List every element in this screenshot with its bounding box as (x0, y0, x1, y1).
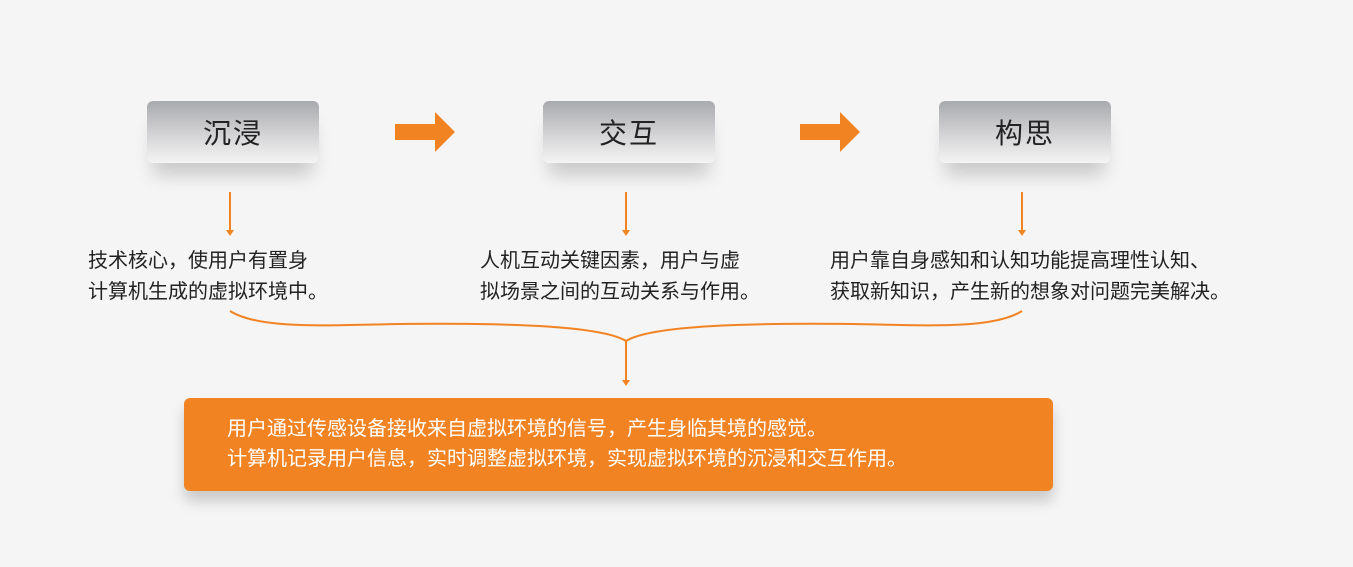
right-arrow-icon (800, 112, 860, 152)
stage-immersion: 沉浸 (147, 101, 319, 163)
stage-description: 人机互动关键因素，用户与虚拟场景之间的互动关系与作用。 (480, 245, 760, 307)
desc-line: 用户靠自身感知和认知功能提高理性认知、 (830, 248, 1210, 272)
stage-label: 交互 (598, 117, 659, 150)
summary-box: 用户通过传感设备接收来自虚拟环境的信号，产生身临其境的感觉。 计算机记录用户信息… (184, 398, 1053, 491)
summary-line: 计算机记录用户信息，实时调整虚拟环境，实现虚拟环境的沉浸和交互作用。 (227, 446, 907, 470)
right-arrow-icon (395, 112, 455, 152)
desc-line: 人机互动关键因素，用户与虚 (480, 248, 740, 272)
summary-line: 用户通过传感设备接收来自虚拟环境的信号，产生身临其境的感觉。 (227, 416, 827, 440)
brace (229, 310, 1023, 343)
stage-label: 构思 (994, 117, 1055, 150)
desc-line: 获取新知识，产生新的想象对问题完美解决。 (830, 279, 1230, 303)
stage-label: 沉浸 (202, 117, 263, 150)
stage-imagination: 构思 (939, 101, 1111, 163)
desc-line: 拟场景之间的互动关系与作用。 (480, 279, 760, 303)
desc-line: 计算机生成的虚拟环境中。 (88, 279, 328, 303)
desc-line: 技术核心，使用户有置身 (88, 248, 308, 272)
stage-interaction: 交互 (543, 101, 715, 163)
stage-description: 技术核心，使用户有置身计算机生成的虚拟环境中。 (88, 245, 328, 307)
stage-description: 用户靠自身感知和认知功能提高理性认知、获取新知识，产生新的想象对问题完美解决。 (830, 245, 1230, 307)
